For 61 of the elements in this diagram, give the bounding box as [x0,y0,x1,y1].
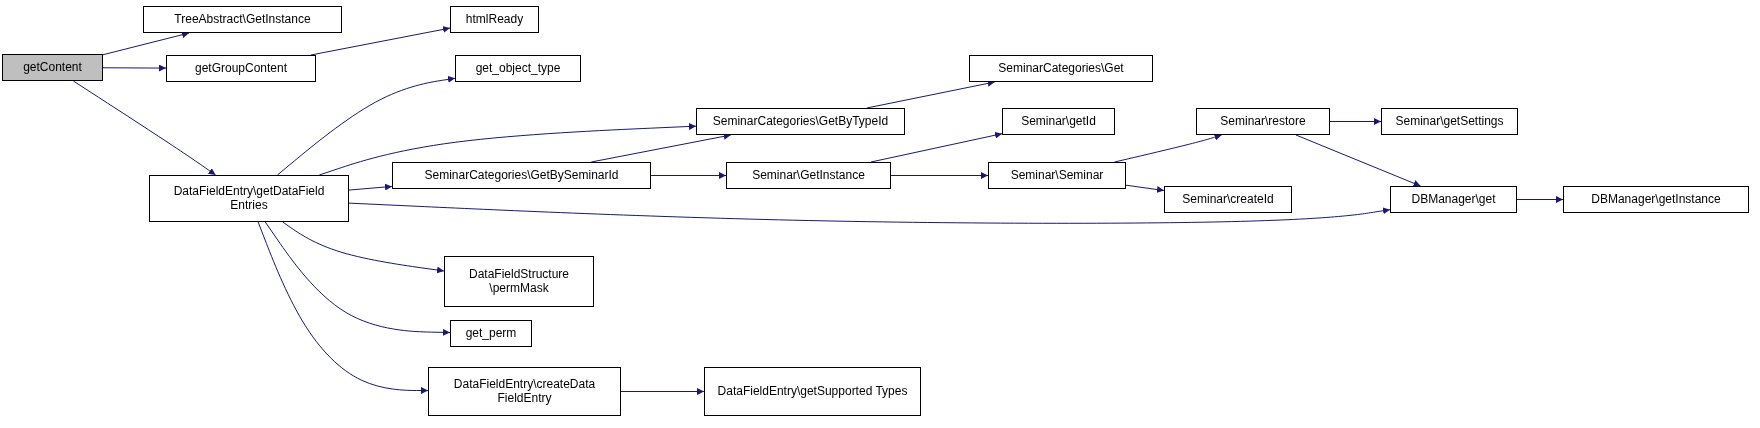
arrow [282,221,445,274]
arrow [102,64,167,72]
arrow [1329,118,1382,125]
arrow [1114,133,1222,163]
arrow [870,131,1003,163]
function-name: DataFieldEntry\createData FieldEntry [452,377,597,406]
function-box [166,55,316,82]
function-box [969,55,1153,82]
function-name: Seminar\getSettings [1395,114,1504,129]
function-box [704,367,921,416]
function-box [1002,108,1115,135]
arrow [890,172,989,179]
function-name: SeminarCategories\GetBySeminarId [424,168,619,183]
function-name: TreeAbstract\GetInstance [174,12,311,27]
function-box [696,108,905,135]
function-box [1563,186,1749,213]
function-name: getContent [23,60,82,75]
function-name: SeminarCategories\GetByTypeId [712,114,889,129]
function-box [988,162,1126,189]
function-name: DBManager\getInstance [1591,192,1721,207]
function-name: getGroupContent [194,61,288,76]
function-box [455,55,581,82]
function-box [1381,108,1518,135]
function-box [450,320,532,347]
function-name: htmlReady [465,12,524,27]
function-name: DBManager\get [1411,192,1496,207]
arrow [348,202,1391,224]
arrow [264,221,451,336]
arrow [318,122,697,176]
function-name: DataFieldEntry\getDataField Entries [172,184,326,213]
arrow [257,221,429,395]
function-name: DataFieldEntry\getSupported Types [717,384,908,399]
arrow [1516,196,1564,203]
function-name: Seminar\getId [1021,114,1096,129]
function-box [1164,186,1292,213]
function-box [149,175,349,222]
function-name: DataFieldStructure \permMask [467,267,570,296]
arrow [1125,184,1165,193]
function-name: Seminar\Seminar [1010,168,1104,183]
arrow [72,80,217,176]
arrow [650,172,727,179]
function-box [2,54,103,81]
function-name: Seminar\GetInstance [752,168,865,183]
function-box [143,6,342,33]
function-name: Seminar\restore [1220,114,1306,129]
arrow [276,75,456,176]
function-box [1390,186,1517,213]
function-name: get_object_type [475,61,561,76]
function-name: get_perm [465,326,517,341]
function-box [726,162,891,189]
arrow [620,388,705,395]
function-name: SeminarCategories\Get [998,61,1124,76]
arrow [102,31,190,56]
function-name: Seminar\createId [1182,192,1274,207]
arrow [1295,134,1422,187]
function-box [1196,108,1330,135]
function-box [428,367,621,416]
arrow [348,183,393,191]
function-box [392,162,651,189]
function-box [444,256,594,307]
function-box [450,6,539,33]
